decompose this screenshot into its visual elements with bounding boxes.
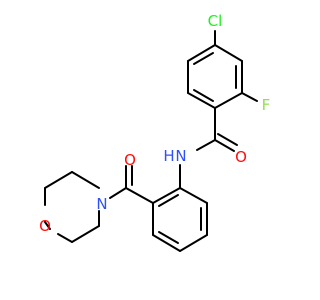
bond bbox=[158, 194, 179, 207]
bond bbox=[125, 187, 154, 204]
bond bbox=[187, 92, 216, 109]
molecule-structure: Cl F H N O O N O bbox=[39, 12, 270, 252]
bonds bbox=[44, 30, 258, 252]
bond bbox=[214, 44, 243, 62]
amide-hydrogen-label: H bbox=[163, 147, 174, 165]
bond bbox=[214, 139, 235, 152]
bond bbox=[214, 92, 243, 109]
atom-labels: Cl F H N O O N O bbox=[39, 12, 270, 235]
bond bbox=[44, 221, 51, 230]
bond bbox=[196, 139, 216, 151]
molecule-svg: Cl F H N O O N O bbox=[39, 12, 270, 252]
amide-oxygen-label: O bbox=[235, 148, 247, 166]
bond bbox=[71, 171, 100, 189]
bond bbox=[109, 187, 127, 199]
bond bbox=[179, 234, 208, 252]
ketone-oxygen-label: O bbox=[124, 151, 136, 169]
bond bbox=[193, 52, 214, 65]
bond bbox=[187, 44, 216, 62]
bond bbox=[71, 225, 100, 243]
bond bbox=[241, 92, 258, 102]
bond bbox=[44, 171, 73, 189]
morpholine-oxygen-label: O bbox=[39, 217, 51, 235]
morpholine-nitrogen-label: N bbox=[96, 195, 107, 213]
amide-nitrogen-label: N bbox=[175, 147, 186, 165]
fluorine-atom-label: F bbox=[262, 96, 271, 114]
chlorine-atom-label: Cl bbox=[208, 12, 223, 30]
bond bbox=[179, 187, 208, 204]
bond bbox=[217, 133, 238, 146]
bond bbox=[152, 187, 181, 204]
bond bbox=[158, 231, 179, 244]
bond bbox=[193, 89, 214, 102]
bond bbox=[152, 234, 181, 252]
bond bbox=[57, 233, 73, 243]
